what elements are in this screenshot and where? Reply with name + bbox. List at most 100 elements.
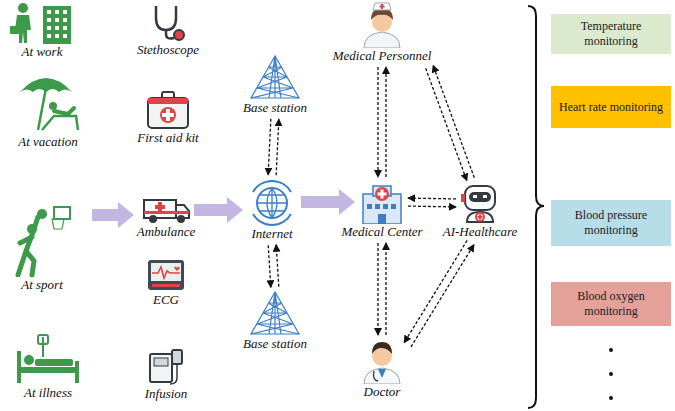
building xyxy=(43,6,71,44)
icon-node: Medical Personnel xyxy=(331,2,434,64)
window xyxy=(63,34,67,38)
stripe xyxy=(144,211,189,214)
flow-arrow xyxy=(301,189,355,215)
pump-screen xyxy=(154,358,168,366)
node-label: Stethoscope xyxy=(137,42,199,58)
dashed-link xyxy=(268,119,279,175)
node-label: Medical Center xyxy=(341,224,422,240)
player xyxy=(18,217,38,275)
window xyxy=(47,10,51,14)
sport-icon xyxy=(12,205,72,277)
ear xyxy=(461,194,465,202)
dashed-arrow-line xyxy=(426,68,467,180)
head xyxy=(18,3,28,13)
door xyxy=(378,214,386,224)
monitoring-box: Heart rate monitoring xyxy=(551,86,671,128)
net-icon xyxy=(247,178,297,226)
badge xyxy=(476,213,484,221)
globe-lines xyxy=(257,188,287,218)
wheel xyxy=(149,215,157,223)
bag xyxy=(172,350,182,364)
dashed-link xyxy=(404,240,474,346)
robot-body xyxy=(467,212,493,222)
nurse-icon xyxy=(360,2,404,48)
tower-outline xyxy=(251,292,299,334)
icon-node: ECG xyxy=(144,258,188,308)
node-label: At work xyxy=(22,44,63,60)
headboard xyxy=(17,351,21,383)
cross xyxy=(378,190,387,199)
dashed-arrow-line xyxy=(377,67,378,177)
work-icon xyxy=(9,2,75,44)
tube xyxy=(166,30,174,39)
robot-head xyxy=(465,186,495,210)
dashed-link xyxy=(268,245,279,288)
icon-node: Doctor xyxy=(358,338,406,400)
vacation-icon xyxy=(16,70,80,134)
node-label: Medical Personnel xyxy=(333,48,432,64)
node-label: Blood pressure monitoring xyxy=(557,208,665,238)
icon-node: Internet xyxy=(245,178,299,242)
node-label: First aid kit xyxy=(137,130,198,146)
window xyxy=(47,18,51,22)
dashed-arrow-line xyxy=(408,197,456,199)
node-label: Ambulance xyxy=(137,224,195,240)
node-label: AI-Healthcare xyxy=(443,224,518,240)
uniform xyxy=(364,32,400,48)
footboard xyxy=(75,361,79,383)
icon-node: Base station xyxy=(241,290,309,352)
briefcase xyxy=(10,26,19,34)
blanket xyxy=(35,359,73,366)
node-label: Temperature monitoring xyxy=(557,19,665,49)
net xyxy=(52,219,64,229)
bs-icon xyxy=(247,290,303,336)
window xyxy=(47,34,51,38)
dashed-link xyxy=(408,198,456,207)
monitoring-box: Blood oxygen monitoring xyxy=(551,282,671,326)
kit-icon xyxy=(146,90,190,130)
heart xyxy=(174,267,180,272)
stethoscope xyxy=(374,371,379,381)
dashed-arrow-line xyxy=(385,67,386,177)
icon-node: Medical Center xyxy=(339,180,425,240)
pump xyxy=(150,354,172,382)
tower-lattice xyxy=(251,292,299,334)
window xyxy=(55,18,59,22)
dashed-arrow-line xyxy=(404,240,467,342)
dashed-arrow-line xyxy=(411,245,474,347)
window xyxy=(55,10,59,14)
icon-node: At sport xyxy=(10,205,74,293)
tube xyxy=(170,364,177,384)
node-label: Base station xyxy=(243,100,307,116)
inf-icon xyxy=(148,348,184,386)
window xyxy=(63,26,67,30)
cross xyxy=(155,202,165,212)
cap-cross xyxy=(380,4,385,9)
icon-node: Base station xyxy=(241,54,309,116)
screen xyxy=(151,263,181,281)
body xyxy=(54,108,74,114)
cap xyxy=(373,3,391,10)
shirt xyxy=(378,369,386,378)
monitoring-box: Temperature monitoring xyxy=(551,14,671,54)
tower-lattice xyxy=(251,56,299,98)
amb-icon xyxy=(142,196,190,224)
kit-badge xyxy=(160,107,176,123)
icon-node: At illness xyxy=(11,333,85,401)
hair xyxy=(372,342,392,354)
doc-icon xyxy=(360,338,404,384)
hosp-icon xyxy=(359,180,405,224)
illness-icon xyxy=(13,333,83,385)
window xyxy=(55,26,59,30)
cross xyxy=(162,109,174,121)
head xyxy=(49,102,57,110)
iv-stand xyxy=(42,337,44,357)
cross xyxy=(478,215,483,220)
bs-icon xyxy=(247,54,303,100)
window xyxy=(383,204,388,209)
chest-piece xyxy=(174,30,184,40)
coat xyxy=(364,368,400,384)
node-label: At vacation xyxy=(18,134,78,150)
icon-node: Ambulance xyxy=(135,196,198,240)
